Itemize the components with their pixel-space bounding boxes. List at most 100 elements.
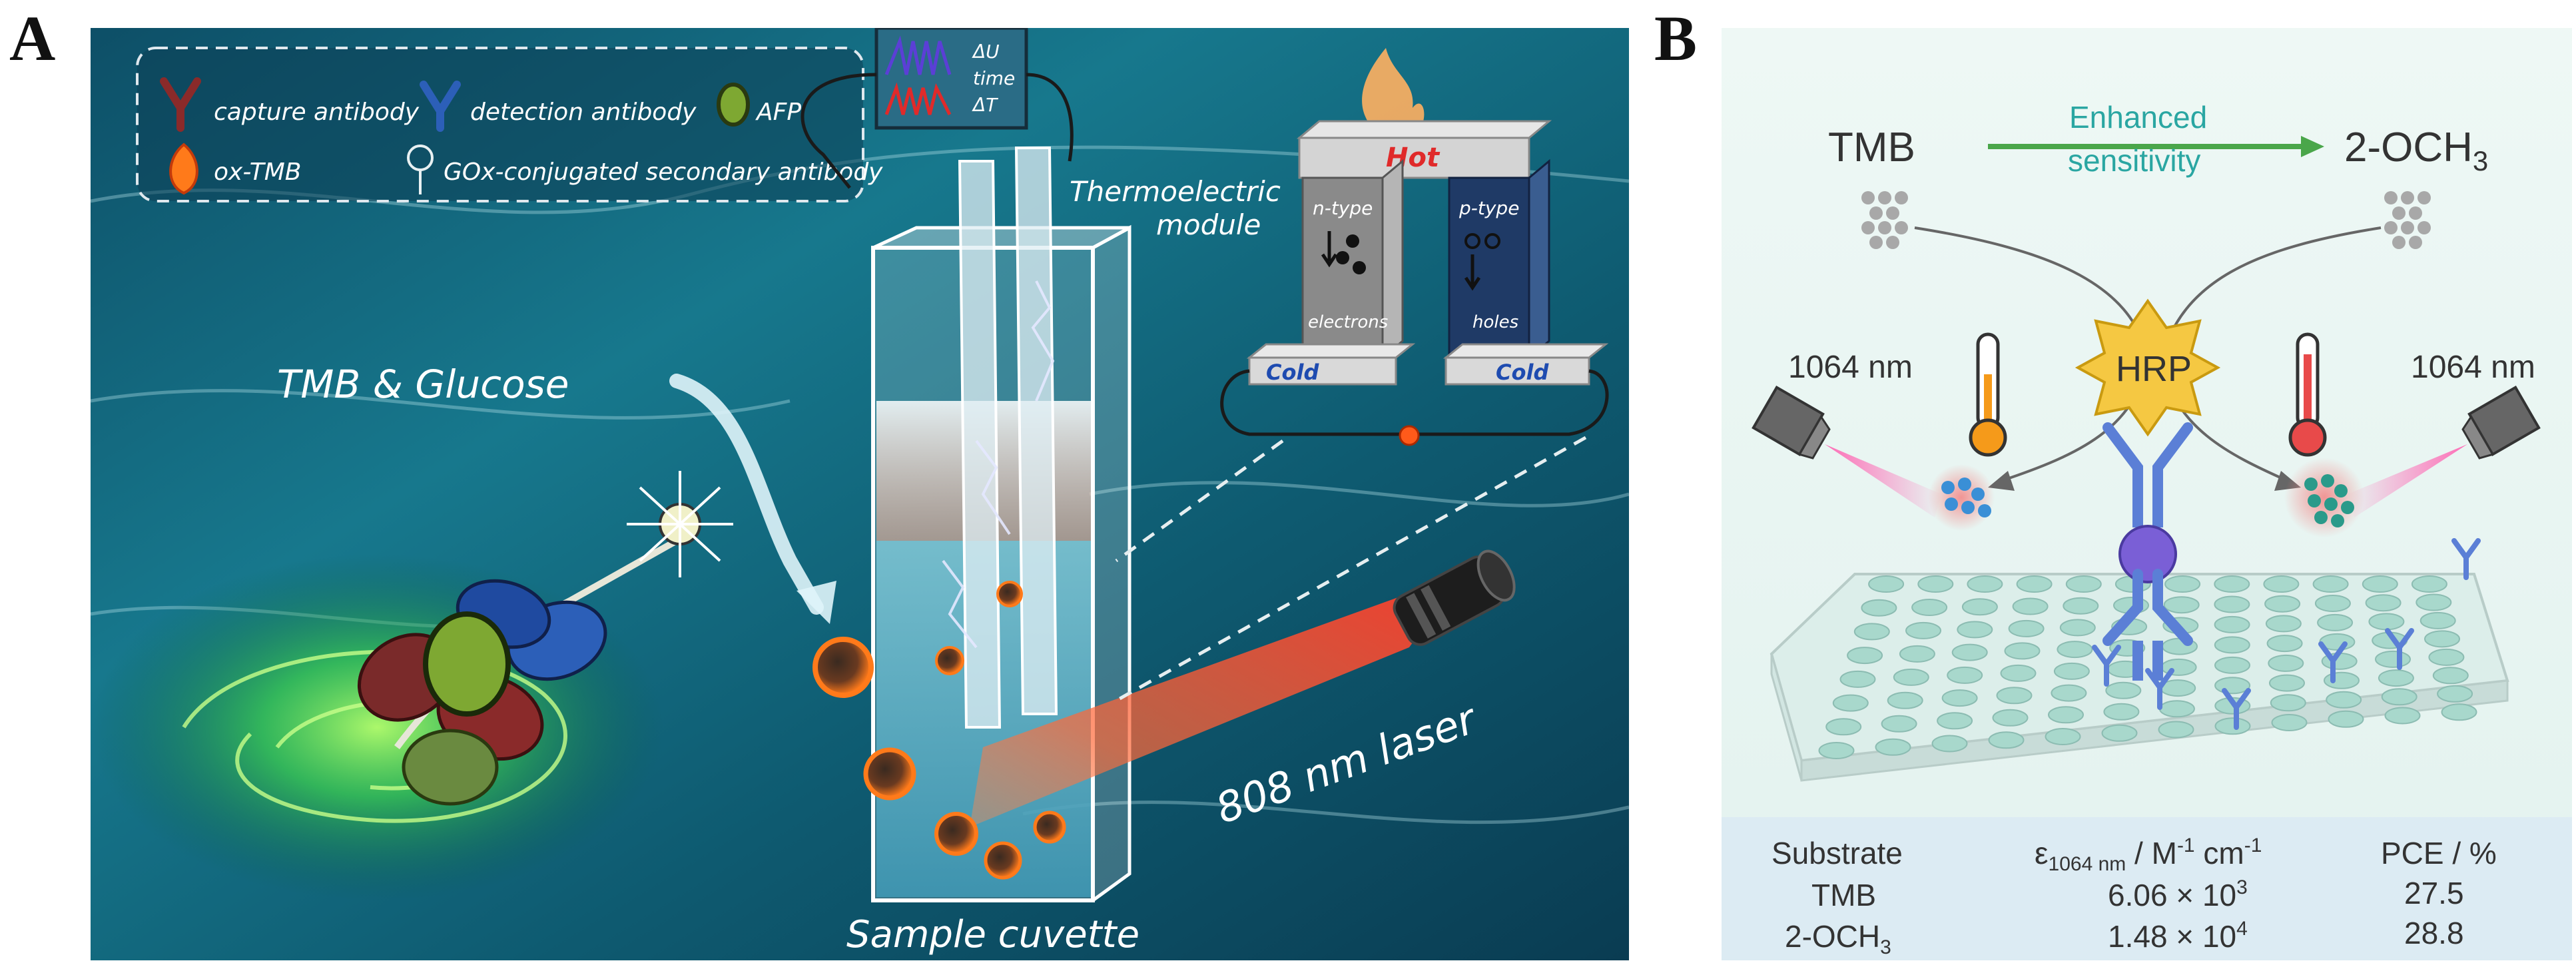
well xyxy=(2065,575,2102,593)
well xyxy=(2437,685,2473,703)
row-2-pce: 28.8 xyxy=(2404,916,2464,950)
well xyxy=(1868,575,1905,593)
well xyxy=(1839,670,1876,688)
well xyxy=(2103,703,2140,721)
electrons-label: electrons xyxy=(1308,312,1388,332)
gox-secondary-antibody-icon xyxy=(407,145,434,194)
well xyxy=(2158,721,2194,739)
well xyxy=(2053,662,2090,680)
row-2-coef: 1.48 × 104 xyxy=(2108,918,2248,954)
well xyxy=(2214,575,2250,593)
thermoelectric-module: Hot n-type electrons p-type holes Cold C… xyxy=(1115,48,1609,703)
row-1-pce: 27.5 xyxy=(2404,876,2464,910)
thermo-module-label-1: Thermoelectric xyxy=(1070,175,1281,208)
well xyxy=(1961,598,1998,616)
row-2-substrate-sub: 3 xyxy=(1880,936,1891,958)
well xyxy=(2214,717,2251,735)
enhanced-line-2: sensitivity xyxy=(2068,143,2200,178)
well xyxy=(1881,715,1917,733)
cold-left-label: Cold xyxy=(1266,360,1319,385)
well xyxy=(2012,597,2049,615)
well xyxy=(1957,621,1993,639)
well xyxy=(1905,621,1941,639)
enhanced-sensitivity-arrow: Enhanced sensitivity xyxy=(1988,100,2324,178)
n-type-label: n-type xyxy=(1313,197,1373,219)
well xyxy=(2266,635,2303,653)
monitor-time: time xyxy=(973,67,1015,89)
row-2-substrate-main: 2-OCH xyxy=(1785,919,1880,954)
well xyxy=(2214,595,2250,613)
holes-label: holes xyxy=(1472,312,1518,332)
well xyxy=(2424,630,2460,648)
well xyxy=(2324,671,2360,689)
panel-b-illustration: TMB 2-OCH3 Enhanced sensitivity HRP xyxy=(1722,28,2572,960)
legend-afp: AFP xyxy=(717,83,801,127)
plate-antibodies xyxy=(2092,538,2481,730)
ox-tmb-icon xyxy=(169,143,198,195)
well xyxy=(2160,658,2197,676)
well xyxy=(1887,691,1923,709)
well xyxy=(2428,648,2465,666)
sample-cuvette-label: Sample cuvette xyxy=(846,913,1139,956)
epsilon-subscript: 1064 nm xyxy=(2049,853,2126,875)
well xyxy=(2048,706,2084,724)
well xyxy=(2411,575,2447,593)
enhanced-line-1: Enhanced xyxy=(2069,100,2207,135)
monitor-delta-u: ΔU xyxy=(972,41,1000,63)
well xyxy=(2164,575,2201,593)
legend-label-oxtmb: ox-TMB xyxy=(214,159,301,186)
och3-label: 2-OCH3 xyxy=(2344,125,2488,176)
product-left xyxy=(1928,464,1995,531)
well xyxy=(2057,641,2093,659)
unit-cm-exp: -1 xyxy=(2244,834,2262,856)
well xyxy=(1931,735,1968,753)
tmb-glucose-label: TMB & Glucose xyxy=(277,362,569,407)
well xyxy=(2314,595,2351,612)
well xyxy=(2016,575,2053,593)
row-1-coef-base: 6.06 × 10 xyxy=(2108,878,2236,912)
laser-808 xyxy=(970,549,1516,827)
substrate-table: Substrate ε1064 nm / M-1 cm-1 PCE / % TM… xyxy=(1771,834,2497,958)
och3-subscript: 3 xyxy=(2473,145,2488,176)
well xyxy=(1847,647,1883,665)
well xyxy=(1899,645,1935,663)
well xyxy=(1861,599,1897,617)
panel-b-letter: B xyxy=(1654,3,1698,74)
unit-m-exp: -1 xyxy=(2177,834,2195,856)
well xyxy=(2051,684,2087,702)
well xyxy=(2263,575,2300,593)
p-type-label: p-type xyxy=(1458,197,1519,219)
laser-left-label: 1064 nm xyxy=(1788,350,1913,385)
well xyxy=(2328,710,2364,728)
tmb-glucose-arrow xyxy=(669,374,824,615)
well xyxy=(1875,738,1911,756)
well xyxy=(2326,691,2362,709)
hrp-enzyme: HRP xyxy=(2075,298,2221,437)
well xyxy=(2419,611,2456,629)
well xyxy=(2045,728,2081,745)
row-2-coef-exp: 4 xyxy=(2236,918,2248,940)
tmb-label: TMB xyxy=(1828,125,1915,170)
capture-antibody-icon xyxy=(160,77,201,132)
well xyxy=(1911,599,1948,616)
laser-right-icon xyxy=(2348,385,2541,517)
well xyxy=(2375,650,2411,668)
well xyxy=(2101,724,2138,742)
well xyxy=(2008,619,2045,637)
well xyxy=(1951,643,1988,661)
table-header-coefficient: ε1064 nm / M-1 cm-1 xyxy=(2035,834,2262,875)
laser-left-icon xyxy=(1752,385,1941,517)
sandwich-complex xyxy=(2102,422,2193,681)
well xyxy=(2381,688,2417,706)
well xyxy=(1818,742,1855,759)
well xyxy=(2000,664,2037,682)
signal-monitor: ΔU time ΔT xyxy=(801,28,1074,189)
well xyxy=(2269,674,2305,692)
well xyxy=(1941,689,1978,707)
ox-tmb-particles xyxy=(812,581,1066,880)
epsilon-symbol: ε xyxy=(2035,836,2049,870)
sample-cuvette xyxy=(871,147,1131,902)
legend-gox-secondary: GOx-conjugated secondary antibody xyxy=(407,145,883,194)
well xyxy=(2362,575,2398,593)
well xyxy=(2214,677,2251,695)
